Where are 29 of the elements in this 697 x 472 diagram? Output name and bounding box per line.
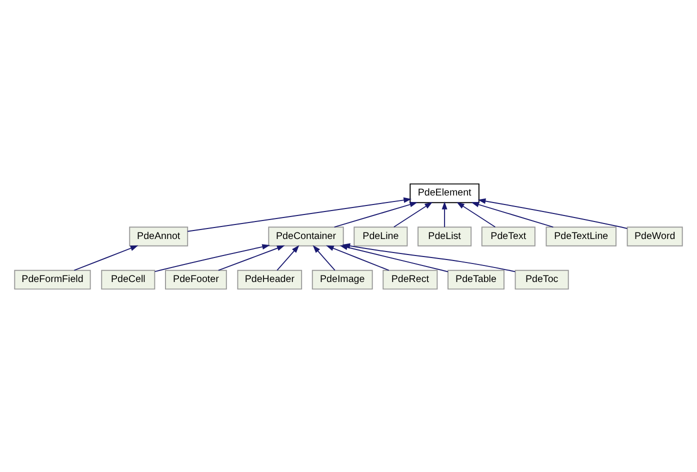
arrow — [218, 244, 285, 270]
arrow — [471, 201, 554, 228]
node-box: PdeList — [418, 226, 472, 246]
node-box: PdeImage — [312, 269, 373, 290]
node-box: PdeContainer — [268, 226, 344, 246]
node-box: PdeHeader — [237, 269, 302, 290]
arrow — [154, 244, 270, 272]
arrow — [342, 242, 516, 272]
node-box: PdeFooter — [165, 269, 227, 290]
node-box: PdeToc — [514, 269, 569, 290]
node-box: PdeRect — [382, 269, 438, 290]
node-box: PdeAnnot — [129, 226, 188, 246]
arrow — [478, 198, 628, 228]
node-box: PdeCell — [101, 269, 156, 290]
node-box: PdeText — [481, 226, 536, 246]
node-box: PdeElement — [410, 182, 480, 203]
arrow — [74, 244, 138, 270]
arrow — [442, 201, 448, 228]
arrow — [456, 201, 496, 227]
arrow — [187, 196, 412, 232]
node-box: PdeWord — [626, 226, 683, 246]
arrow — [393, 201, 433, 227]
arrow — [276, 244, 300, 270]
node-box: PdeTextLine — [546, 226, 616, 246]
node-box: PdeFormField — [14, 269, 91, 290]
node-box: PdeTable — [448, 269, 504, 290]
arrow — [312, 244, 336, 270]
arrow — [334, 201, 418, 228]
node-box: PdeLine — [354, 226, 408, 246]
